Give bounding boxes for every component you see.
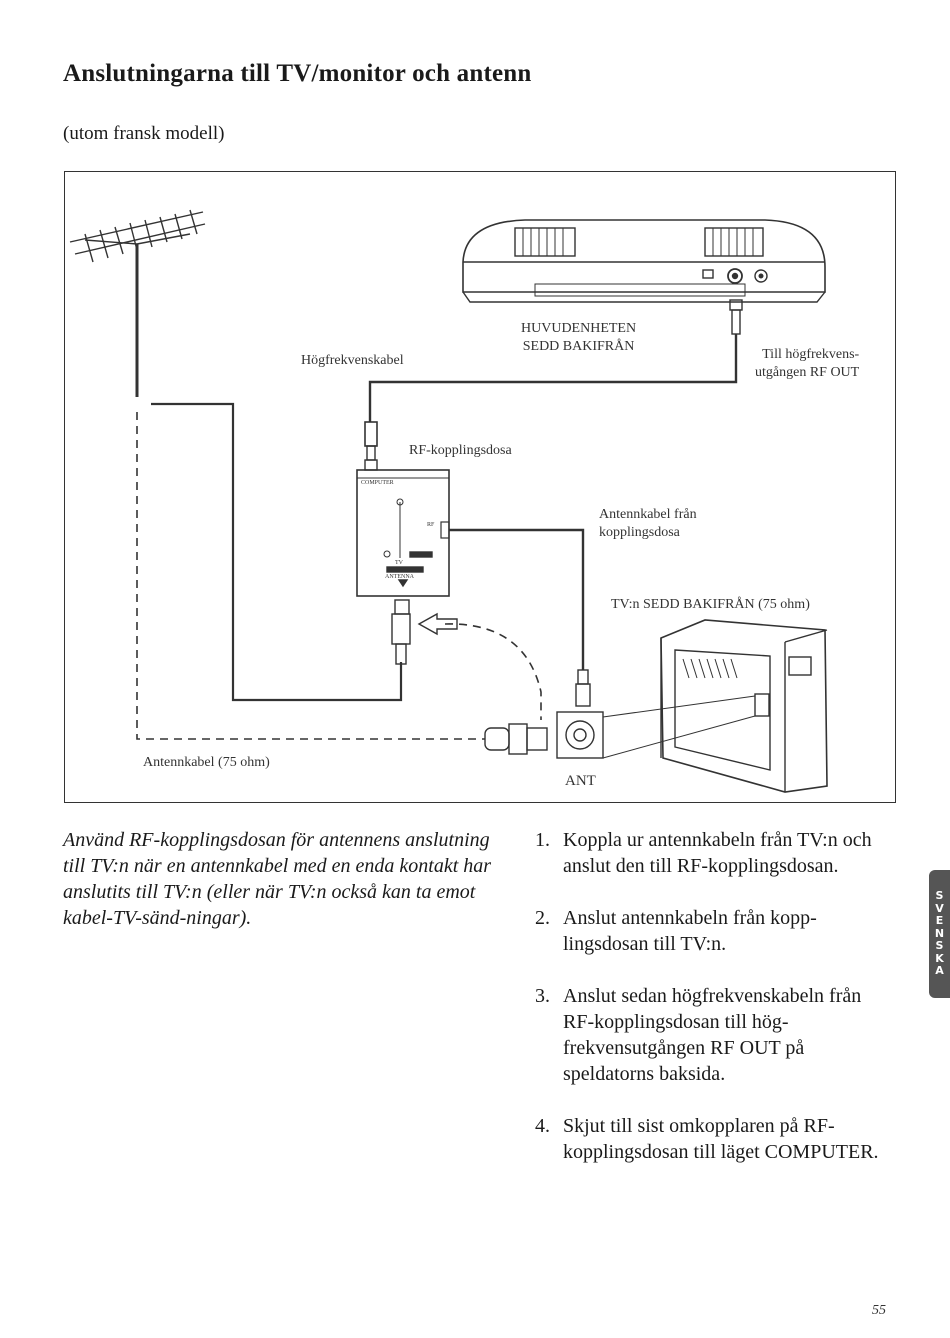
rf-out-label: Till högfrekvens- utgången RF OUT bbox=[755, 346, 859, 381]
rf-out-label-line1: Till högfrekvens- bbox=[762, 347, 860, 362]
language-tab-letter: V bbox=[935, 901, 944, 915]
step-text: Skjut till sist omkopplaren på RF-koppli… bbox=[563, 1115, 879, 1163]
box-antenna-label: ANTENNA bbox=[385, 574, 414, 580]
dashed-antenna-cable bbox=[136, 412, 542, 740]
main-unit-label-line2: SEDD BAKIFRÅN bbox=[522, 338, 635, 354]
main-unit-rear-icon bbox=[462, 219, 826, 303]
antenna-to-box-cable bbox=[151, 402, 411, 702]
main-unit-label-line1: HUVUDENHETEN bbox=[521, 321, 637, 336]
rf-out-label-line2: utgången RF OUT bbox=[755, 364, 860, 380]
antenna-icon bbox=[69, 209, 206, 397]
step-item: 4. Skjut till sist omkopplaren på RF-kop… bbox=[535, 1113, 895, 1165]
ant-socket-icon bbox=[556, 711, 604, 759]
tv-rear-label: TV:n SEDD BAKIFRÅN (75 ohm) bbox=[611, 597, 810, 612]
main-unit-label: HUVUDENHETEN SEDD BAKIFRÅN bbox=[521, 320, 636, 355]
tv-plug-icon bbox=[484, 723, 548, 755]
rf-plug-icon bbox=[364, 421, 378, 471]
step-text: Anslut sedan högfrekvenskabeln från RF-k… bbox=[563, 985, 862, 1085]
language-tab-letter: A bbox=[935, 964, 944, 978]
page-number: 55 bbox=[872, 1303, 886, 1318]
ant-label: ANT bbox=[565, 773, 596, 789]
rf-cable-label: Högfrekvenskabel bbox=[301, 353, 404, 368]
tv-rear-icon bbox=[602, 619, 828, 793]
step-item: 1. Koppla ur antennkabeln från TV:n och … bbox=[535, 827, 895, 879]
language-tab: S V E N S K A bbox=[929, 870, 950, 998]
antenna-cable-from-line1: Antennkabel från bbox=[599, 507, 697, 522]
language-tab-letter: E bbox=[935, 914, 944, 928]
box-computer-label: COMPUTER bbox=[361, 480, 394, 486]
box-tv-label: TV bbox=[395, 560, 403, 566]
page-subtitle: (utom fransk modell) bbox=[63, 123, 225, 144]
connection-diagram-drawing bbox=[69, 209, 828, 793]
step-number: 2. bbox=[535, 907, 550, 929]
box-rf-label: RF bbox=[427, 522, 435, 528]
rf-switch-box-label: RF-kopplingsdosa bbox=[409, 443, 512, 458]
antenna-cable-label: Antennkabel (75 ohm) bbox=[143, 755, 270, 770]
instruction-steps: 1. Koppla ur antennkabeln från TV:n och … bbox=[535, 827, 895, 1191]
page-title: Anslutningarna till TV/monitor och anten… bbox=[63, 60, 532, 87]
step-number: 4. bbox=[535, 1115, 550, 1137]
antenna-cable-from-line2: kopplingsdosa bbox=[599, 524, 680, 540]
step-number: 3. bbox=[535, 985, 550, 1007]
step-text: Koppla ur antennkabeln från TV:n och ans… bbox=[563, 829, 872, 877]
intro-text: Använd RF-kopplingsdosan för antennens a… bbox=[63, 829, 492, 929]
step-text: Anslut antennkabeln från kopp-lingsdosan… bbox=[563, 907, 817, 955]
antenna-cable-from-box-label: Antennkabel från kopplingsdosa bbox=[599, 506, 697, 541]
rf-cable bbox=[368, 299, 743, 422]
step-item: 3. Anslut sedan högfrekvenskabeln från R… bbox=[535, 983, 895, 1087]
language-tab-letter: S bbox=[935, 889, 944, 903]
arrow-icon bbox=[417, 612, 458, 636]
language-tab-letter: N bbox=[934, 926, 945, 940]
language-tab-letter: S bbox=[935, 939, 944, 953]
step-number: 1. bbox=[535, 829, 550, 851]
language-tab-letter: K bbox=[935, 951, 944, 965]
connection-diagram: HUVUDENHETEN SEDD BAKIFRÅN Högfrekvenska… bbox=[64, 171, 896, 803]
step-item: 2. Anslut antennkabeln från kopp-lingsdo… bbox=[535, 905, 895, 957]
box-to-tv-cable bbox=[449, 528, 591, 707]
